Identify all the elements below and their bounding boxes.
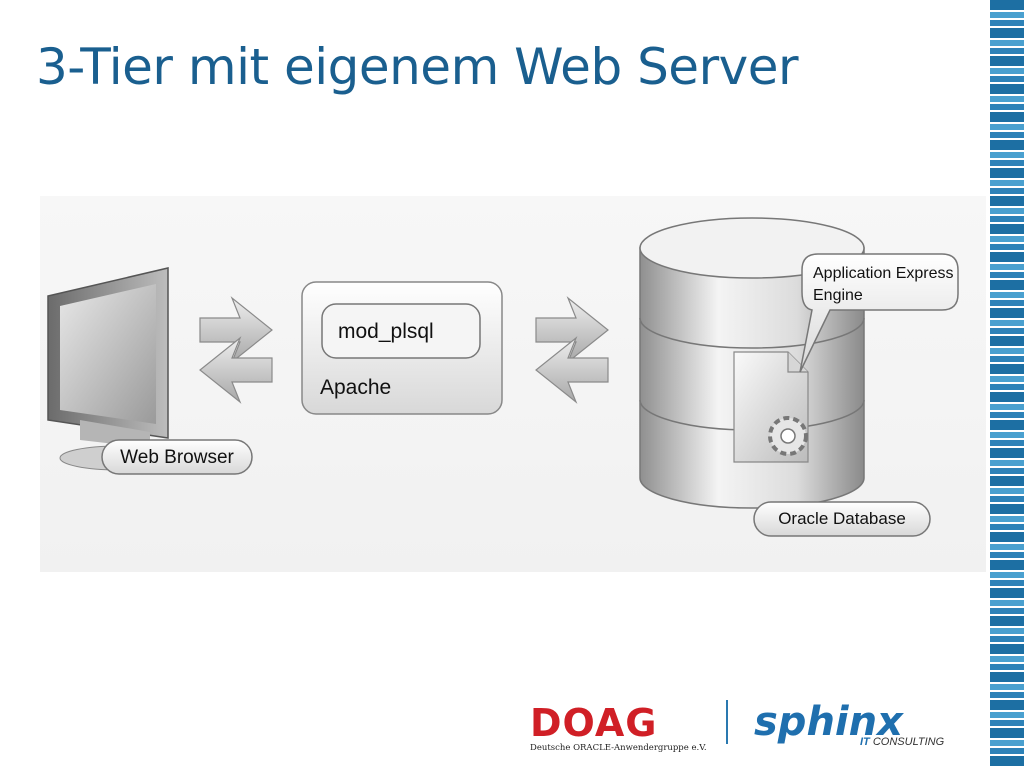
apex-label-line2: Engine [813,287,863,304]
sphinx-logo: sphinx [754,699,903,745]
bidirectional-arrow-icon [199,296,273,404]
footer-logos: DOAG Deutsche ORACLE-Anwendergruppe e.V.… [520,690,960,760]
sphinx-subtitle: IT CONSULTING [860,736,944,748]
bidirectional-arrow-icon [535,296,609,404]
apache-server-box: mod_plsql Apache [301,281,503,415]
document-gear-icon [733,351,809,463]
mod-plsql-label: mod_plsql [338,320,434,343]
monitor-icon [47,267,177,471]
doag-subtitle: Deutsche ORACLE-Anwendergruppe e.V. [530,743,707,753]
sphinx-sub-consulting: CONSULTING [872,736,945,748]
apex-engine-callout: Application Express Engine [799,253,959,373]
web-browser-label: Web Browser [120,447,234,468]
oracle-database-label: Oracle Database [778,509,906,528]
doag-logo: DOAG [530,701,658,745]
apache-label: Apache [320,376,391,399]
decorative-stripe-bar [990,0,1024,768]
apex-label-line1: Application Express [813,265,954,282]
web-browser-label-bubble: Web Browser [101,439,253,475]
slide-title: 3-Tier mit eigenem Web Server [36,38,799,96]
oracle-database-label-bubble: Oracle Database [753,501,931,537]
sphinx-sub-it: IT [860,736,870,748]
logo-divider [726,700,728,744]
